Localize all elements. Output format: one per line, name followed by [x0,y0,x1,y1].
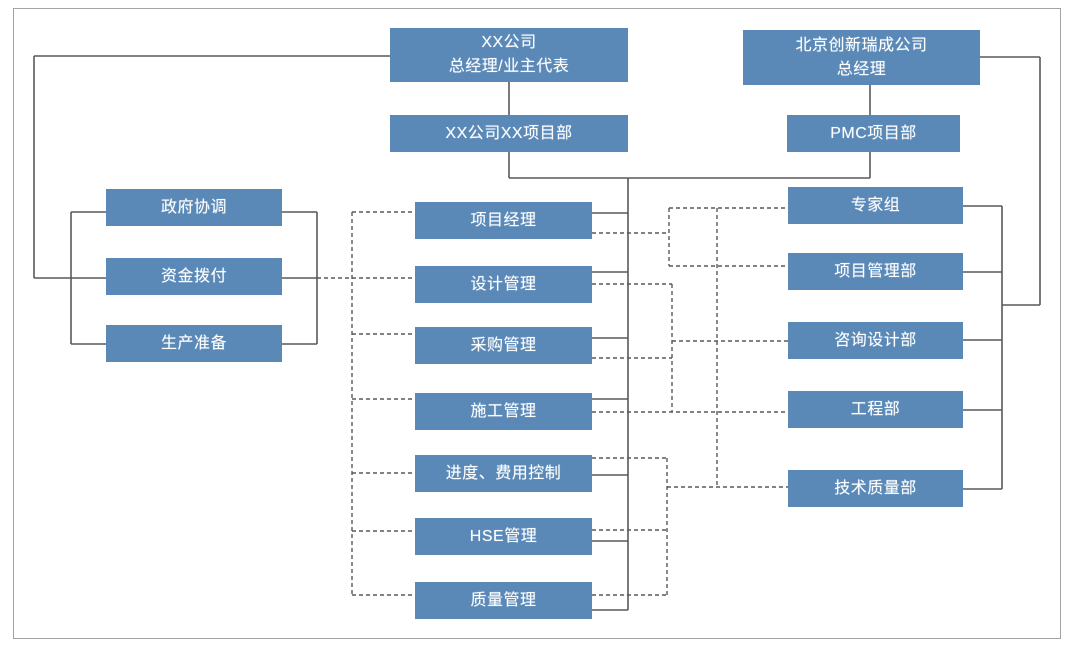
node-expert-group: 专家组 [788,187,963,224]
node-pmc-project-dept: PMC项目部 [787,115,960,152]
node-hse-mgmt: HSE管理 [415,518,592,555]
node-tech-quality-dept: 技术质量部 [788,470,963,507]
node-schedule-cost-ctrl: 进度、费用控制 [415,455,592,492]
node-consult-design-dept: 咨询设计部 [788,322,963,359]
node-design-mgmt: 设计管理 [415,266,592,303]
node-procurement-mgmt: 采购管理 [415,327,592,364]
solid-connector-lines [33,55,1041,611]
node-production-prep: 生产准备 [106,325,282,362]
node-project-mgmt-dept: 项目管理部 [788,253,963,290]
node-construction-mgmt: 施工管理 [415,393,592,430]
node-quality-mgmt: 质量管理 [415,582,592,619]
node-pmc-gm: 北京创新瑞成公司 总经理 [743,30,980,85]
node-fund-allocation: 资金拨付 [106,258,282,295]
node-engineering-dept: 工程部 [788,391,963,428]
chart-frame [13,8,1061,639]
node-gov-coordination: 政府协调 [106,189,282,226]
node-owner-gm: XX公司 总经理/业主代表 [390,28,628,82]
node-project-manager: 项目经理 [415,202,592,239]
node-owner-project-dept: XX公司XX项目部 [390,115,628,152]
dashed-connector-lines [317,207,788,596]
